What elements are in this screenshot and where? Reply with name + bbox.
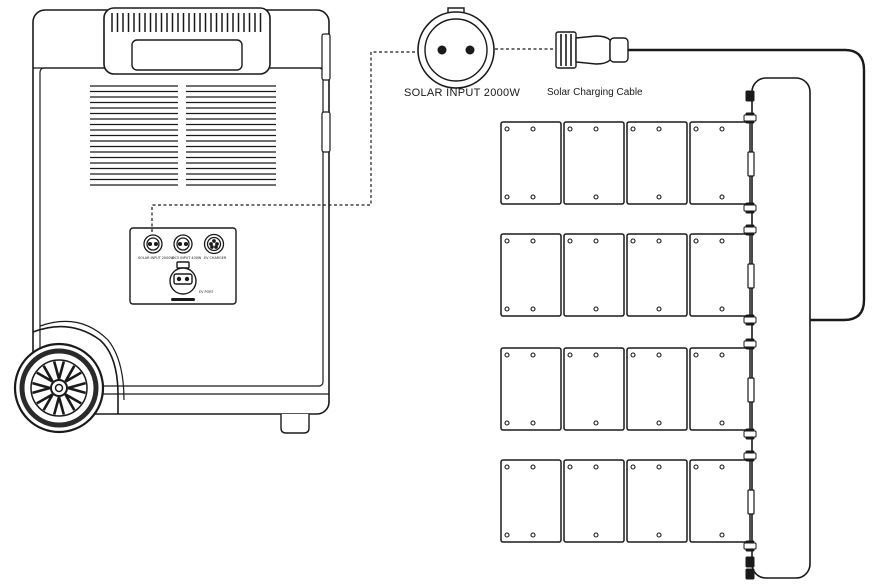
solar-input-plug-icon: [417, 7, 495, 89]
mc4-connector-icon: [745, 90, 755, 102]
port-label-ev-charger: EV CHARGER: [204, 256, 227, 260]
solar-panel-row: [500, 224, 757, 326]
solar-panel: [500, 121, 562, 205]
junction-box: [747, 489, 755, 515]
solar-charging-cable: [628, 48, 866, 322]
wheel-assembly: [13, 320, 125, 434]
carry-handle: [103, 7, 271, 75]
solar-panel-array: [500, 90, 757, 580]
mc4-connector-icon: [743, 338, 757, 350]
mc4-connector-icon: [743, 224, 757, 236]
solar-panel-row: [500, 338, 757, 440]
mc4-connector-icon: [743, 112, 757, 124]
solar-panel: [626, 347, 688, 431]
ev-charger-port: [203, 233, 225, 255]
mc4-connector-icon: [743, 450, 757, 462]
power-station-foot: [280, 414, 310, 434]
mc4-connector-icon: [743, 428, 757, 440]
solar-array-frame: [751, 77, 811, 579]
solar-panel-row: [500, 112, 757, 214]
solar-input-label: SOLAR INPUT 2000W: [404, 87, 521, 99]
ev-port: [169, 261, 197, 301]
solar-panel: [689, 347, 751, 431]
mc4-connector-icon: [743, 540, 757, 552]
port-panel: [129, 227, 237, 305]
solar-panel: [500, 233, 562, 317]
solar-panel: [563, 233, 625, 317]
vent-grille: [90, 85, 276, 186]
mc4-connector-icon: [743, 314, 757, 326]
solar-panel: [626, 121, 688, 205]
port-label-dc-input: DC5 INPUT 400W: [172, 256, 202, 260]
side-latch: [321, 33, 331, 81]
solar-panel: [500, 459, 562, 543]
port-label-solar-input: SOLAR INPUT 2000W: [138, 256, 174, 260]
junction-box: [747, 151, 755, 177]
solar-cable-connector-icon: [555, 31, 629, 69]
solar-panel: [626, 233, 688, 317]
solar-cable-label: Solar Charging Cable: [547, 87, 643, 98]
mc4-connector-icon: [743, 202, 757, 214]
solar-panel: [500, 347, 562, 431]
solar-panel: [626, 459, 688, 543]
mc4-connector-icon: [745, 556, 755, 568]
solar-panel: [689, 121, 751, 205]
solar-panel-row: [500, 450, 757, 552]
solar-panel: [563, 121, 625, 205]
junction-box: [747, 377, 755, 403]
junction-box: [747, 263, 755, 289]
solar-panel: [563, 459, 625, 543]
dashed-connection-line: [151, 51, 420, 232]
dc-input-port: [173, 234, 193, 254]
solar-panel: [689, 233, 751, 317]
mc4-connector-icon: [745, 568, 755, 580]
solar-panel: [689, 459, 751, 543]
power-station-front-panel: [39, 67, 324, 387]
solar-panel: [563, 347, 625, 431]
solar-input-port: [143, 234, 163, 254]
wheel-hub: [50, 379, 68, 397]
port-label-ev-port: EV PORT: [199, 290, 214, 294]
power-station: [32, 9, 331, 434]
